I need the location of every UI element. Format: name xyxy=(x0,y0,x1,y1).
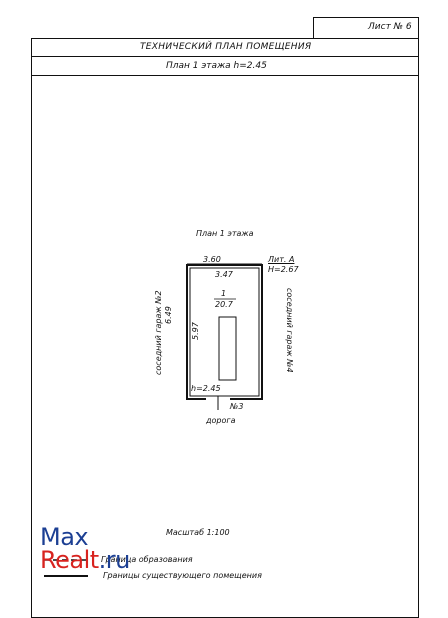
door-number: №3 xyxy=(230,402,244,411)
floor-plan-drawing xyxy=(44,263,263,577)
scale-label: Масштаб 1:100 xyxy=(166,528,230,537)
room-inner-wall xyxy=(189,267,260,397)
legend-formation-label: Граница образования xyxy=(101,555,193,564)
room-area: 20.7 xyxy=(215,300,233,309)
lit-label: Лит. А xyxy=(268,255,295,264)
outer-width-label: 3.60 xyxy=(203,255,221,264)
height-inner-label: h=2.45 xyxy=(191,384,221,393)
watermark-max: Max xyxy=(40,523,89,551)
left-neighbor-label: соседний гараж №2 xyxy=(154,290,163,375)
page-subtitle: План 1 этажа h=2.45 xyxy=(166,61,267,71)
legend-existing-label: Границы существующего помещения xyxy=(103,571,262,580)
watermark-ru: .ru xyxy=(98,546,131,574)
inner-length-label: 5.97 xyxy=(191,322,200,340)
watermark-realt-text: Realt xyxy=(40,546,99,574)
plan-caption: План 1 этажа xyxy=(196,229,254,238)
watermark-realt: Realt.ru xyxy=(40,546,130,574)
room-number: 1 xyxy=(221,289,227,298)
right-neighbor-label: соседний гараж №4 xyxy=(285,288,294,373)
inner-width-label: 3.47 xyxy=(215,270,233,279)
road-label: дорога xyxy=(206,416,236,425)
outer-length-label: 6.49 xyxy=(164,306,173,324)
page-title: ТЕХНИЧЕСКИЙ ПЛАН ПОМЕЩЕНИЯ xyxy=(140,42,312,52)
header-subtitle-row xyxy=(31,56,419,76)
height-outer-label: H=2.67 xyxy=(268,265,299,274)
sheet-number: Лист № 6 xyxy=(368,22,412,32)
inspection-pit xyxy=(218,316,237,381)
